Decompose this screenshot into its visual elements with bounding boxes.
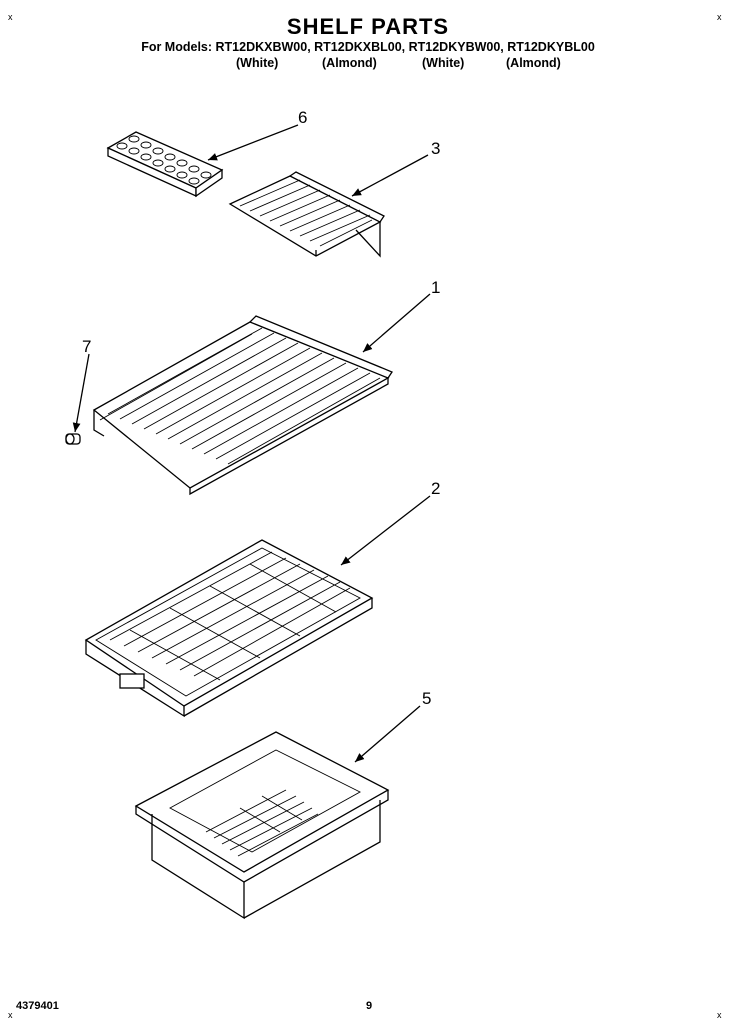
leader-line-6 [207, 124, 299, 161]
main-wire-shelf-part [92, 315, 393, 496]
document-number: 4379401 [16, 1000, 59, 1012]
crisper-drawer-part [134, 731, 390, 920]
callout-2: 2 [431, 479, 441, 498]
color-label-3: (White) [422, 56, 465, 70]
color-label-1: (White) [236, 56, 279, 70]
corner-mark-top-left: x [8, 12, 13, 22]
callout-7: 7 [82, 337, 92, 356]
color-label-4: (Almond) [506, 56, 561, 70]
callout-6: 6 [298, 108, 308, 127]
crisper-cover-part [84, 539, 374, 718]
leader-line-2 [340, 495, 431, 566]
model-colors: (White) (Almond) (White) (Almond) [236, 56, 561, 70]
page-title: SHELF PARTS [286, 14, 450, 39]
corner-mark-top-right: x [717, 12, 722, 22]
color-label-2: (Almond) [322, 56, 377, 70]
callout-3: 3 [431, 139, 441, 158]
leader-line-1 [362, 293, 431, 353]
leader-line-5 [354, 705, 421, 763]
callout-1: 1 [431, 278, 441, 297]
leader-line-7 [72, 353, 90, 433]
corner-mark-bottom-right: x [717, 1010, 722, 1020]
models-line: For Models: RT12DKXBW00, RT12DKXBL00, RT… [141, 40, 595, 54]
ice-tray-part [106, 131, 224, 198]
corner-mark-bottom-left: x [8, 1010, 13, 1020]
page-number: 9 [366, 1000, 373, 1012]
shelf-end-cap-part [65, 433, 81, 445]
small-wire-shelf-part [228, 171, 385, 258]
callout-5: 5 [422, 689, 432, 708]
leader-line-3 [351, 154, 429, 197]
